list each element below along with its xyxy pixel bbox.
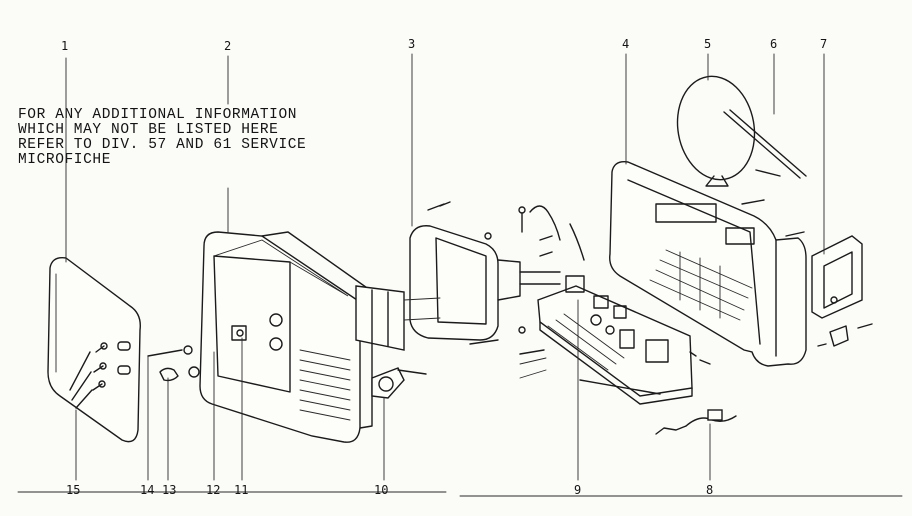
service-note-line-3: REFER TO DIV. 57 AND 61 SERVICE xyxy=(18,137,307,153)
callout-2: 2 xyxy=(224,39,231,53)
callout-5: 5 xyxy=(704,37,711,51)
callout-12: 12 xyxy=(206,483,220,497)
callout-7: 7 xyxy=(820,37,827,51)
leader-lines xyxy=(65,53,825,481)
callout-6: 6 xyxy=(770,37,777,51)
picture-tube-part xyxy=(355,201,561,355)
front-mask-part xyxy=(47,257,141,443)
service-note-line-2: WHICH MAY NOT BE LISTED HERE xyxy=(18,122,279,138)
service-note: FOR ANY ADDITIONAL INFORMATION WHICH MAY… xyxy=(18,108,306,168)
power-cord-part xyxy=(655,409,737,435)
callout-labels: 1 2 3 4 5 6 7 8 9 10 11 12 13 14 15 xyxy=(61,37,827,497)
callout-15: 15 xyxy=(66,483,80,497)
callout-4: 4 xyxy=(622,37,629,51)
callout-11: 11 xyxy=(234,483,248,497)
callout-1: 1 xyxy=(61,39,68,53)
chassis-board-part xyxy=(519,223,693,405)
cabinet-back-part xyxy=(609,161,807,367)
antenna-part xyxy=(676,75,807,187)
cabinet-front-part xyxy=(199,231,373,443)
back-plate-part xyxy=(811,235,873,347)
callout-10: 10 xyxy=(374,483,388,497)
speaker-part xyxy=(371,367,427,399)
callout-8: 8 xyxy=(706,483,713,497)
service-note-line-4: MICROFICHE xyxy=(18,152,112,168)
callout-14: 14 xyxy=(140,483,154,497)
callout-9: 9 xyxy=(574,483,581,497)
callout-13: 13 xyxy=(162,483,176,497)
callout-3: 3 xyxy=(408,37,415,51)
service-note-line-1: FOR ANY ADDITIONAL INFORMATION xyxy=(18,107,298,123)
